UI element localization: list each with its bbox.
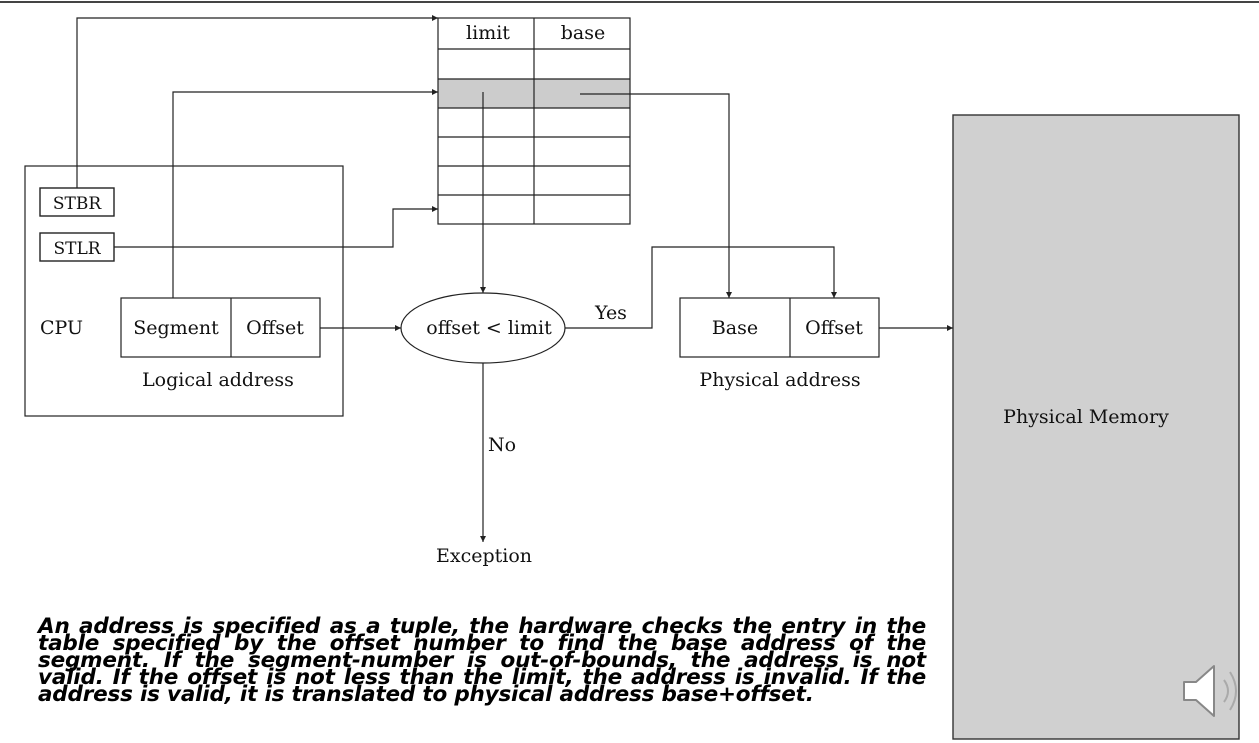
physical-address-caption: Physical address (699, 369, 860, 391)
yes-to-physical-offset-arrow (565, 246, 837, 329)
logical-offset-label: Offset (246, 317, 304, 339)
segment-to-table-arrow (172, 89, 438, 298)
table-header-base: base (561, 22, 606, 44)
no-label: No (488, 434, 516, 456)
physical-memory-block (952, 114, 1240, 740)
stlr-to-table-arrow (114, 206, 438, 248)
comparison-label: offset < limit (426, 317, 552, 339)
exception-label: Exception (436, 545, 532, 567)
logical-address-caption: Logical address (142, 369, 294, 391)
speaker-icon[interactable] (1180, 658, 1246, 729)
yes-label: Yes (594, 302, 627, 324)
stbr-label: STBR (53, 194, 102, 214)
connector-arrows (76, 15, 953, 542)
stbr-to-table-arrow (76, 15, 438, 188)
stlr-label: STLR (53, 239, 101, 259)
segment-table (437, 17, 631, 225)
physical-memory-label: Physical Memory (1003, 406, 1169, 428)
cpu-label: CPU (40, 317, 83, 339)
base-to-physical-arrow (580, 93, 732, 298)
physical-offset-label: Offset (805, 317, 863, 339)
cpu-box (24, 165, 344, 417)
description-text: An address is specified as a tuple, the … (38, 614, 926, 707)
physical-base-label: Base (712, 317, 758, 339)
table-header-limit: limit (466, 22, 510, 44)
logical-segment-label: Segment (133, 317, 219, 339)
